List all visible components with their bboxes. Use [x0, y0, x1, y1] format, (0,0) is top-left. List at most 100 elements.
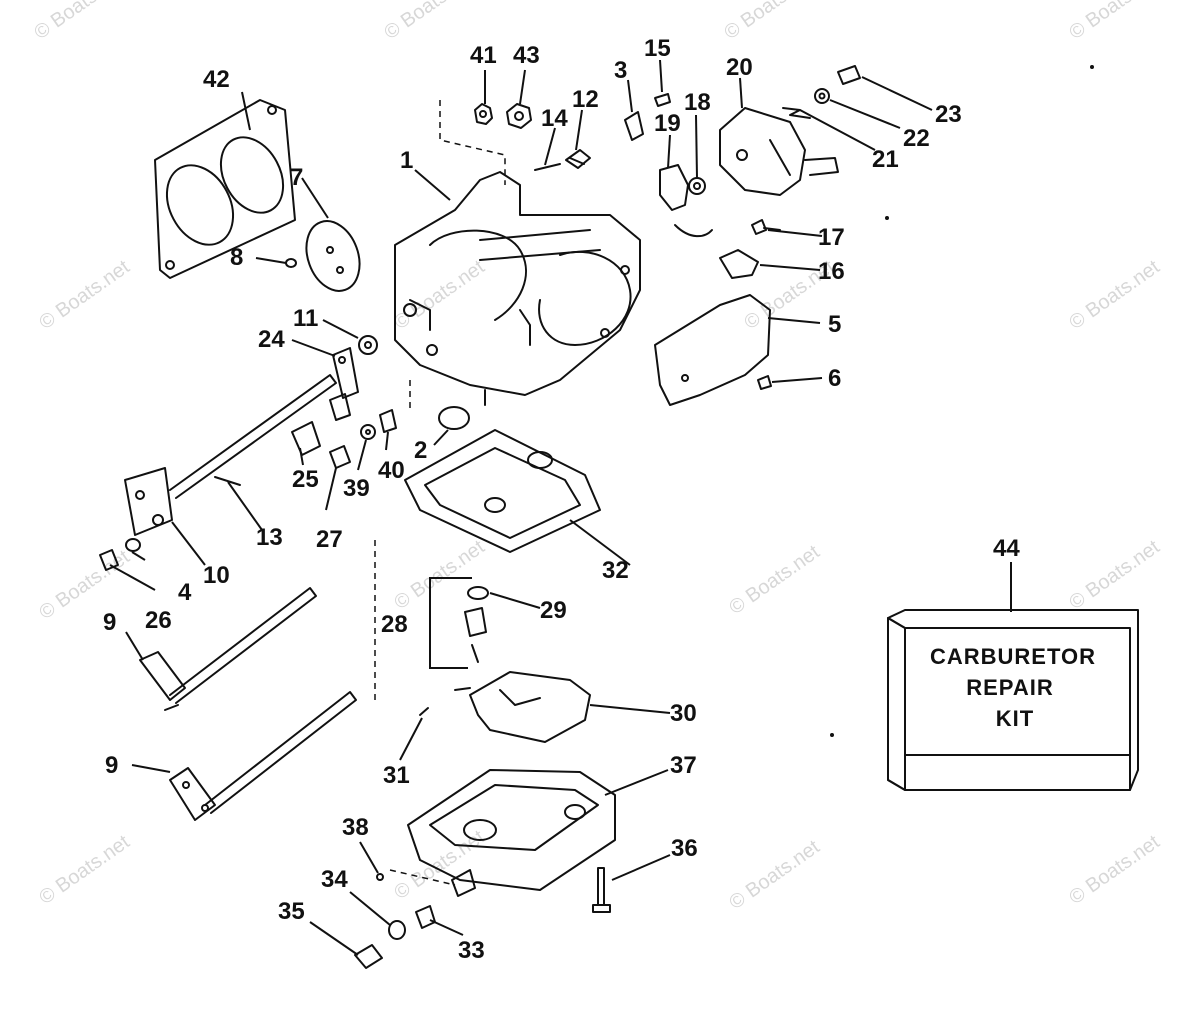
callout-11: 11 [293, 305, 318, 332]
leader-lines [109, 59, 1012, 956]
part-30-float [454, 671, 591, 743]
part-34-gasket [388, 920, 406, 940]
guide-38 [389, 869, 456, 886]
callout-40: 40 [378, 457, 405, 484]
watermark: © Boats.net [390, 536, 489, 614]
callout-22: 22 [903, 125, 930, 152]
callout-4: 4 [178, 579, 192, 606]
callout-34: 34 [321, 866, 348, 893]
callout-10: 10 [203, 562, 230, 589]
part-44-repair-kit: CARBURETOR REPAIR KIT [887, 609, 1139, 791]
callout-1: 1 [400, 147, 413, 174]
part-41-lock-washer [474, 103, 493, 125]
watermark: © Boats.net [380, 0, 479, 44]
part-11-washer [358, 335, 378, 355]
part-27-jet [329, 445, 351, 469]
callouts: 1 2 3 4 5 6 7 8 9 9 10 11 12 13 14 15 16… [103, 35, 1020, 964]
callout-15: 15 [644, 35, 671, 62]
part-40-jet [379, 409, 397, 433]
scan-specks [830, 65, 1094, 737]
part-38-ball [376, 873, 384, 881]
callout-8: 8 [230, 244, 243, 271]
callout-39: 39 [343, 475, 370, 502]
callout-41: 41 [470, 42, 497, 69]
watermark: © Boats.net [1065, 0, 1164, 44]
callout-2: 2 [414, 437, 427, 464]
part-6-screw [757, 375, 772, 390]
callout-13: 13 [256, 524, 283, 551]
callout-28: 28 [381, 611, 408, 638]
watermark: © Boats.net [1065, 831, 1164, 909]
part-25-bushing [291, 393, 351, 456]
part-33-jet [415, 905, 436, 929]
part-10-throttle-shaft [124, 374, 337, 536]
kit-label-line2: REPAIR [966, 675, 1054, 700]
part-20-choke-lever [719, 107, 839, 196]
callout-24: 24 [258, 326, 285, 353]
callout-17: 17 [818, 224, 845, 251]
callout-21: 21 [872, 146, 899, 173]
part-29-o-ring [467, 586, 489, 600]
part-16-clamp [719, 249, 759, 279]
part-inlet-seat [464, 607, 487, 663]
part-21-spring [782, 107, 811, 119]
part-19-fast-idle-cam [659, 164, 713, 238]
callout-12: 12 [572, 86, 599, 113]
part-31-clip [419, 707, 429, 716]
callout-9a: 9 [103, 609, 116, 636]
callout-27: 27 [316, 526, 343, 553]
guide-41-43 [439, 100, 506, 185]
watermark: © Boats.net [35, 256, 134, 334]
kit-label-line1: CARBURETOR [930, 644, 1096, 669]
part-32-bowl-gasket [404, 429, 601, 553]
watermark: © Boats.net [35, 831, 134, 909]
part-17-screw [751, 219, 781, 235]
callout-43: 43 [513, 42, 540, 69]
watermark: © Boats.net [720, 0, 819, 44]
part-26-screw [99, 549, 119, 571]
callout-5: 5 [828, 311, 841, 338]
part-43-nut [506, 103, 532, 129]
part-1-carburetor-body [394, 171, 641, 406]
part-18-washer [688, 177, 706, 195]
callout-32: 32 [602, 557, 629, 584]
part-14-pin [534, 163, 561, 171]
part-13-pin [214, 476, 241, 486]
part-9-upper-shaft [139, 587, 317, 711]
part-2-plug [438, 406, 470, 430]
callout-25: 25 [292, 466, 319, 493]
callout-37: 37 [670, 752, 697, 779]
part-12-spring [565, 149, 591, 169]
callout-26: 26 [145, 607, 172, 634]
watermark: © Boats.net [1065, 256, 1164, 334]
callout-29: 29 [540, 597, 567, 624]
callout-44: 44 [993, 535, 1020, 562]
part-15-screw [654, 93, 671, 107]
callout-35: 35 [278, 898, 305, 925]
part-37-float-bowl [407, 769, 616, 897]
part-8-screw [285, 258, 297, 268]
watermark: © Boats.net [725, 836, 824, 914]
callout-30: 30 [670, 700, 697, 727]
watermark: © Boats.net [390, 826, 489, 904]
callout-6: 6 [828, 365, 841, 392]
part-39-washer [360, 424, 376, 440]
callout-42: 42 [203, 66, 230, 93]
callout-31: 31 [383, 762, 410, 789]
watermark: © Boats.net [30, 0, 129, 44]
kit-label-line3: KIT [996, 706, 1034, 731]
callout-36: 36 [671, 835, 698, 862]
part-28-bracket-line [429, 577, 472, 669]
part-5-cover [654, 294, 771, 406]
part-35-screw [354, 944, 383, 969]
part-9-lower-shaft [169, 691, 357, 821]
part-22-washer [814, 88, 830, 104]
callout-19: 19 [654, 110, 681, 137]
part-4-washer [125, 538, 141, 552]
watermark: © Boats.net [1065, 536, 1164, 614]
part-7-throttle-plate [305, 220, 361, 292]
callout-18: 18 [684, 89, 711, 116]
part-42-gasket [154, 99, 296, 279]
watermark: © Boats.net [390, 256, 489, 334]
